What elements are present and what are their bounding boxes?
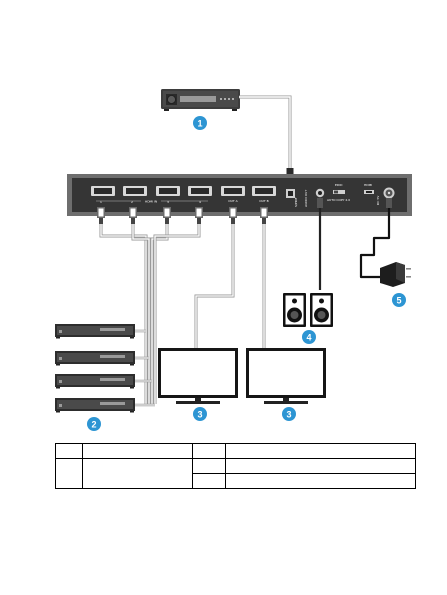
svg-text:2: 2 [91,419,96,429]
legend-row [56,473,416,489]
legend-cell [225,443,416,459]
port-number-1: 1 [100,200,102,204]
port-number-4: 4 [199,200,201,204]
legend-cell [82,458,193,489]
legend-cell [225,473,416,489]
source-device-3 [55,374,135,389]
legend-cell [192,458,226,474]
svg-text:1: 1 [197,118,202,128]
svg-text:3: 3 [286,409,291,419]
edid-label: EDID [335,183,343,187]
callout-2: 2 [87,417,101,431]
svg-text:4: 4 [306,332,311,342]
speaker-right [310,293,333,327]
legend-cell [225,458,416,474]
dc-power-jack [383,187,395,199]
speaker-left [283,293,306,327]
source-device-2 [55,351,135,366]
hdmi-in-port-3 [156,186,180,196]
legend-cell [192,473,226,489]
legend-table [55,443,416,489]
legend-cell [55,458,83,489]
edid-switch [333,190,345,194]
optical-cable [239,95,292,173]
legend-cell [55,443,83,459]
legend-row [55,443,416,459]
port-number-2: 2 [131,200,133,204]
display-a [158,348,238,404]
hdmi-service-label: HDMI [364,183,372,187]
hdmi-in-port-1 [91,186,115,196]
hdmi-in-port-4 [188,186,212,196]
audio-out-label: AUDIO OUT [304,190,308,207]
spdif-label: S/PDIF [294,197,298,207]
out-b-label: OUT B [259,199,268,203]
callout-3-display-a: 3 [193,407,207,421]
hdmi-out-b-port [252,186,276,196]
hdmi-out-a-port [221,186,245,196]
av-receiver [161,89,240,111]
legend-cell [82,443,193,459]
edid-options: AUTO COPY 2.0 [327,198,350,202]
callout-1: 1 [193,116,207,130]
hdmi-in-label: HDMI IN [145,200,157,204]
callout-3-display-b: 3 [282,407,296,421]
source-device-4 [55,398,135,413]
svg-text:3: 3 [197,409,202,419]
input-cables [99,224,201,407]
output-plugs [229,207,268,224]
audio-out-jack [315,188,325,198]
spdif-port [286,189,295,198]
hdmi-in-port-2 [123,186,147,196]
legend-row [55,458,416,489]
callout-4: 4 [302,330,316,344]
power-cable [359,198,392,279]
svg-text:5: 5 [396,295,401,305]
out-a-label: OUT A [228,199,238,203]
input-plugs [97,207,203,224]
service-port [364,190,374,194]
port-number-3: 3 [167,200,169,204]
display-b [246,348,326,404]
hdmi-switch-device: 1 2 3 4 HDMI IN OUT A OUT B S/PDIF AUDIO… [67,174,412,216]
source-device-1 [55,324,135,339]
power-label: DC 5V [376,195,380,205]
power-adapter [380,262,411,287]
callout-5: 5 [392,293,406,307]
legend-cell [192,443,226,459]
output-cables [194,224,266,348]
audio-cable [317,198,323,290]
